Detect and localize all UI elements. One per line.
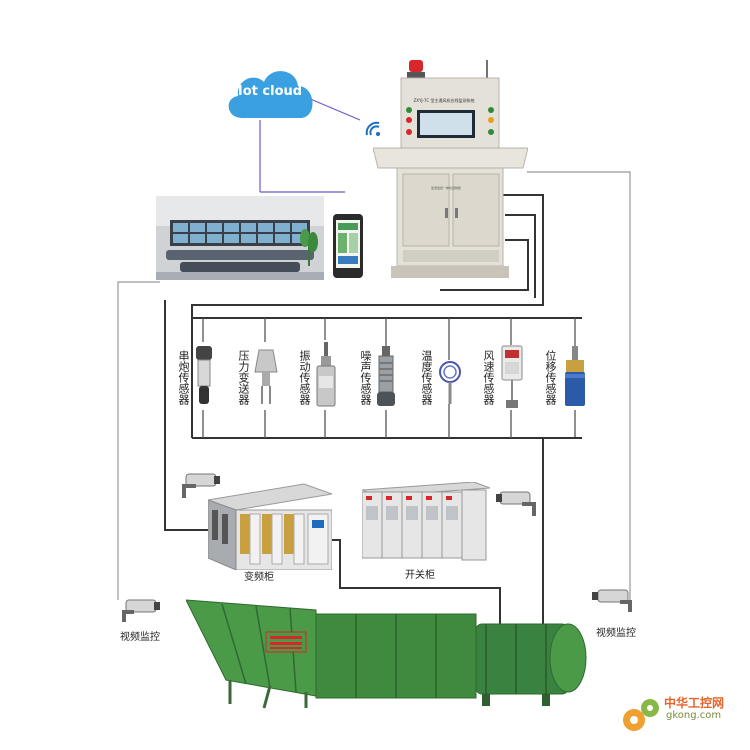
console-feed [505,214,536,298]
vfd-cabinet-label: 变频柜 [244,572,274,583]
sensor-label-6: 位移传感器 [544,350,557,405]
sensor-label-1: 压力变送器 [237,350,250,405]
wifi-icon [365,121,380,136]
camera-icon-right [592,589,632,612]
watermark-name: 中华工控网 [664,696,725,710]
switch-cabinet-label: 开关柜 [405,570,435,581]
gas-sensor-icon [196,346,212,404]
sensor-label-4: 温度传感器 [420,350,433,405]
monitoring-console: ZXYJ-7C 型主通风机在线监测系统 监测监控一体化控制柜 [372,60,529,282]
switch-cabinet-image [362,482,490,561]
cloud-to-console-link [307,97,361,121]
sensor-drops [202,318,576,438]
sensor-label-5: 风速传感器 [482,350,495,405]
bus-to-fan [542,437,582,630]
iot-cloud: Iot cloud [220,62,320,124]
console-to-right-camera [527,171,631,600]
console-to-bus [191,194,544,318]
camera-icon-switch [496,491,536,516]
camera-icon-vfd [182,473,220,498]
cloud-icon [228,71,313,118]
bus-to-vfd [164,300,208,531]
vfd-cabinet-image [208,483,332,570]
sensor-label-3: 噪声传感器 [359,350,372,405]
camera-label-right: 视频监控 [596,628,636,639]
gear-icon [623,699,659,731]
vfd-to-fan [330,539,501,630]
sensor-label-0: 串炮传感器 [177,350,190,405]
watermark-domain: gkong.com [666,710,722,721]
sensor-label-2: 振动传感器 [298,350,311,405]
console-cabinet [372,60,529,278]
gkong-watermark: 中华工控网 gkong.com [618,690,748,740]
camera-label-left: 视频监控 [120,632,160,643]
control-room-image [156,196,324,280]
room-to-left-camera [117,281,160,600]
noise-sensor-icon [377,346,395,406]
vibration-sensor-icon [316,342,336,407]
smartphone-icon [333,214,363,278]
cloud-label: Iot cloud [237,84,303,99]
camera-icon-left [122,599,160,622]
air-velocity-sensor-icon [501,345,523,408]
ventilation-fan-image [186,599,587,709]
displacement-sensor-icon [565,346,585,406]
console-feed-2 [440,239,529,291]
pressure-transmitter-icon [254,349,278,404]
console-panel-title: ZXYJ-7C 型主通风机在线监测系统 [413,98,475,103]
console-panel-subtitle: 监测监控一体化控制柜 [430,186,461,190]
plant-icon [300,229,318,266]
temperature-sensor-icon [439,361,461,404]
